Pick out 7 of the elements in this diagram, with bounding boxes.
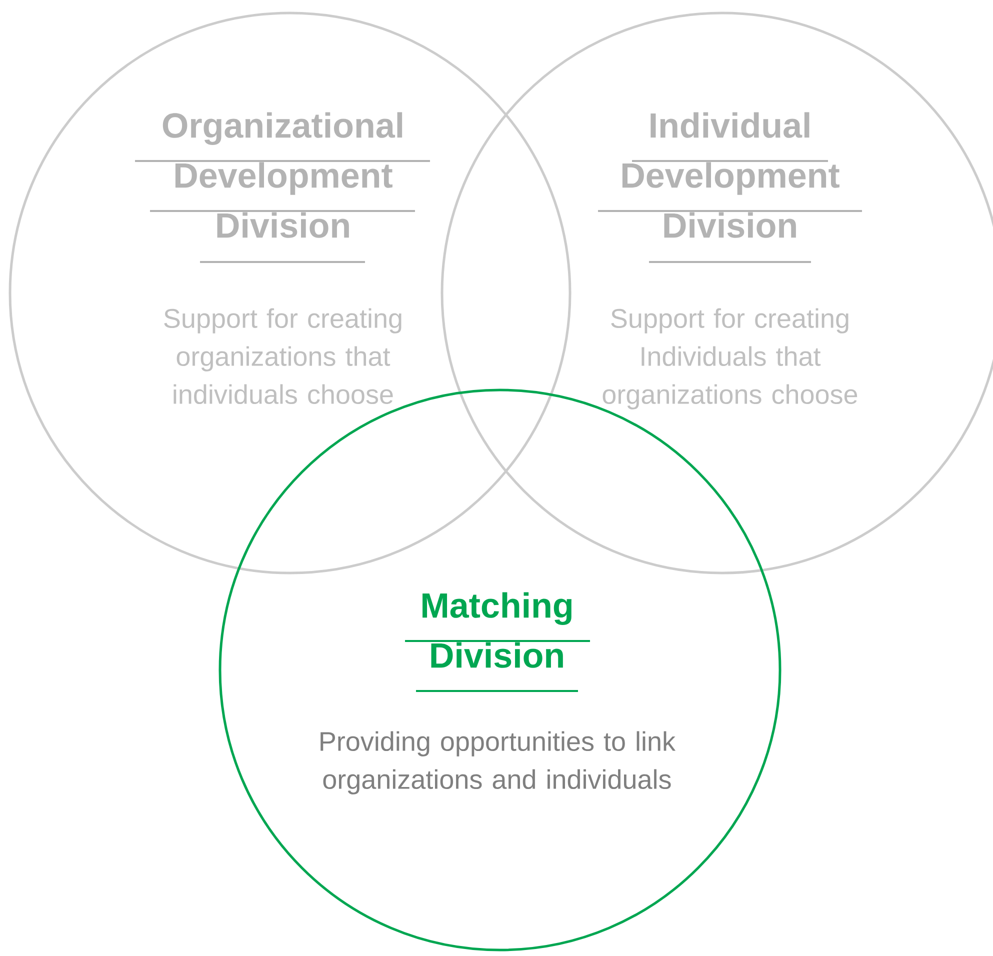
- description: Providing opportunities to link organizations and individuals: [320, 731, 676, 794]
- heading: Organizational Development Division: [162, 112, 402, 238]
- description: Support for creating Individuals that organizations choose: [602, 308, 858, 410]
- heading: Matching Division: [422, 592, 572, 668]
- description: Support for creating organizations that individuals choose: [164, 308, 402, 404]
- heading: Individual Development Division: [622, 112, 840, 238]
- circle: [8, 12, 572, 574]
